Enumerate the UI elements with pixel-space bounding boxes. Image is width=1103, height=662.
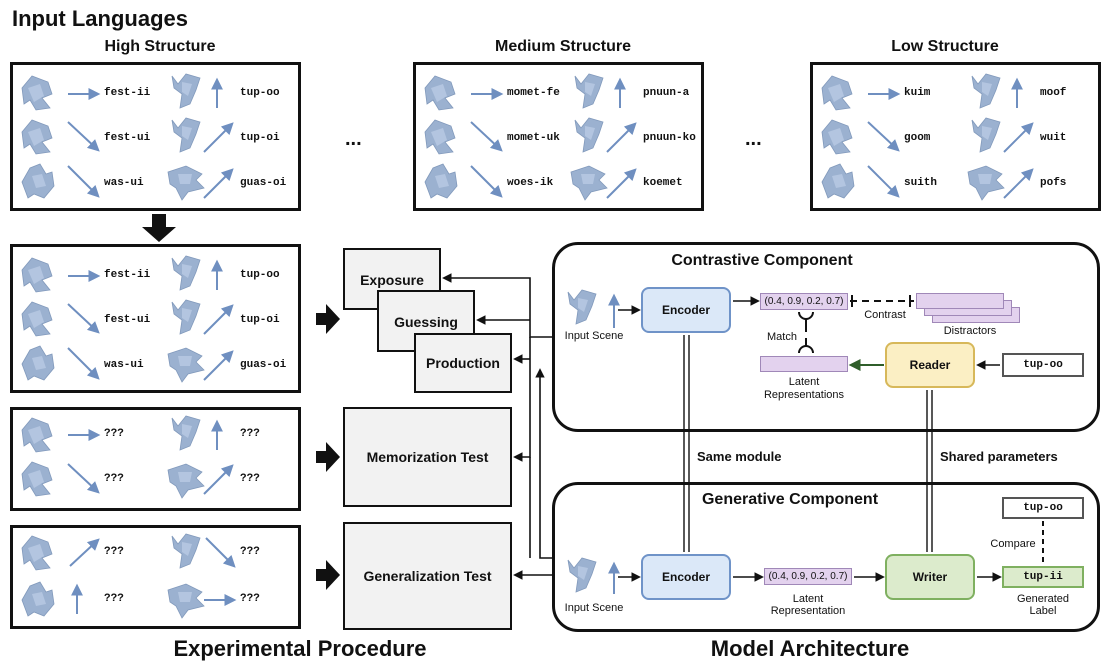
word: pofs [1040,177,1067,189]
word: fest-ii [104,269,151,281]
target-label-tag: tup-oo [1002,497,1084,519]
word: wuit [1040,132,1067,144]
word: moof [1040,87,1067,99]
contrastive-component-title: Contrastive Component [671,252,853,269]
distractor-card-1 [916,293,1004,309]
match-label: Match [767,331,797,343]
distractors-label: Distractors [943,325,997,337]
label-text: Label [1029,605,1057,617]
word: momet-uk [507,132,560,144]
ellipsis-1: ... [345,128,362,150]
right-arrow-2 [316,442,340,472]
low-structure-heading: Low Structure [891,38,999,55]
word: ??? [240,473,260,485]
word: pnuun-ko [643,132,696,144]
word: ??? [240,546,260,558]
generalization-panel-content [21,533,237,619]
low-structure-panel [810,62,1101,211]
input-scene-shape [567,289,597,325]
latent-label: Latent [792,593,824,605]
ellipsis-2: ... [745,128,762,150]
training-panel-content [21,255,234,383]
word: woes-ik [507,177,554,189]
production-box: Production [414,333,512,393]
generative-encoder-box: Encoder [641,554,731,600]
word: guas-oi [240,359,287,371]
word: guas-oi [240,177,287,189]
memorization-test-box: Memorization Test [343,407,512,507]
word: was-ui [104,359,144,371]
word: tup-oo [240,87,280,99]
medium-structure-heading: Medium Structure [494,38,631,55]
medium-structure-panel [413,62,704,211]
input-scene-shape-2 [567,557,597,593]
input-label-tag: tup-oo [1002,353,1084,377]
word: ??? [104,593,124,605]
word: tup-oi [240,314,280,326]
input-scene-label: Input Scene [564,602,624,614]
representation-label: Representation [770,605,846,617]
training-language-panel [10,244,301,393]
word: fest-ii [104,87,151,99]
contrastive-encoder-box: Encoder [641,287,731,333]
word: ??? [240,593,260,605]
contrast-label: Contrast [864,309,906,321]
latent-label: Latent [788,376,820,388]
generated-label-tag: tup-ii [1002,566,1084,588]
medium-structure-content [424,73,637,201]
right-arrow-1 [316,304,340,334]
memorization-panel [10,407,301,511]
generated-text: Generated [1017,593,1069,605]
word: ??? [104,546,124,558]
high-structure-heading: High Structure [104,38,216,55]
generalization-test-box: Generalization Test [343,522,512,630]
latent-vector: (0.4, 0.9, 0.2, 0.7) [764,568,852,585]
word: ??? [104,428,124,440]
word: suith [904,177,938,189]
same-module-label: Same module [697,449,782,464]
word: ??? [240,428,260,440]
word: fest-ui [104,132,151,144]
high-structure-content [21,73,234,201]
right-arrow-3 [316,560,340,590]
experimental-procedure-title: Experimental Procedure [173,636,427,661]
reader-box: Reader [885,342,975,388]
latent-representation-bar [760,356,848,372]
writer-box: Writer [885,554,975,600]
word: fest-ui [104,314,151,326]
down-arrow [142,214,176,242]
word: ??? [104,473,124,485]
model-to-procedure-connectors [442,273,552,580]
memorization-panel-content [21,415,234,499]
contrastive-component-panel [552,242,1100,432]
input-scene-label: Input Scene [564,330,624,342]
low-structure-content [821,73,1034,201]
model-architecture-title: Model Architecture [710,636,910,661]
shared-parameters-label: Shared parameters [940,449,1058,464]
word: goom [904,132,931,144]
word: tup-oo [240,269,280,281]
word: tup-oi [240,132,280,144]
compare-label: Compare [990,538,1036,550]
word: koemet [643,177,683,189]
high-structure-panel [10,62,301,211]
word: momet-fe [507,87,560,99]
generalization-panel [10,525,301,629]
input-languages-title: Input Languages [12,6,188,31]
latent-vector: (0.4, 0.9, 0.2, 0.7) [760,293,848,310]
generative-component-title: Generative Component [701,491,879,508]
representations-label: Representations [763,389,845,401]
word: kuim [904,87,931,99]
word: pnuun-a [643,87,690,99]
word: was-ui [104,177,144,189]
